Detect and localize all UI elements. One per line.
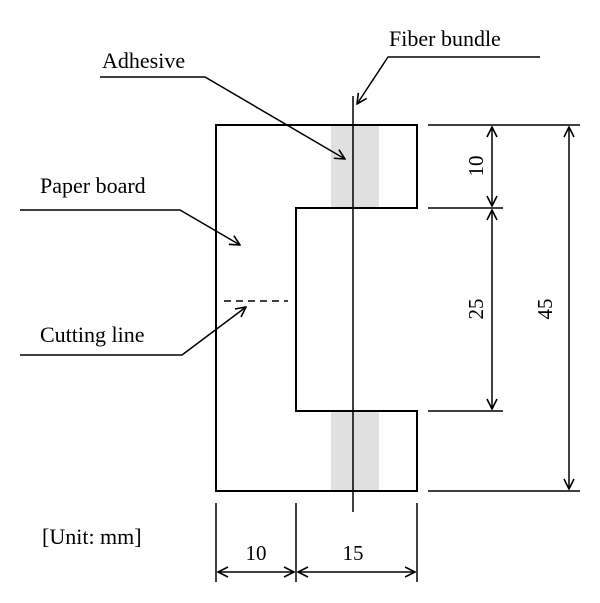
dim-label-left-width: 10 <box>246 541 267 565</box>
dim-label-top-tab: 10 <box>464 156 488 177</box>
fiber-bundle-leader <box>357 56 540 104</box>
dim-label-total: 45 <box>533 299 557 320</box>
paper-board-label: Paper board <box>40 173 146 198</box>
dim-label-window: 25 <box>464 299 488 320</box>
adhesive-leader <box>100 76 345 159</box>
dim-label-right-width: 15 <box>343 541 364 565</box>
cutting-line-leader <box>20 307 246 356</box>
paper-board-leader <box>20 209 240 245</box>
paper-board-outline <box>215 124 418 492</box>
adhesive-region-bottom <box>331 411 379 491</box>
adhesive-region-top <box>331 125 379 208</box>
fiber-bundle-label: Fiber bundle <box>389 26 501 51</box>
adhesive-label: Adhesive <box>102 48 185 73</box>
cutting-line-label: Cutting line <box>40 322 145 347</box>
unit-note: [Unit: mm] <box>42 524 142 549</box>
